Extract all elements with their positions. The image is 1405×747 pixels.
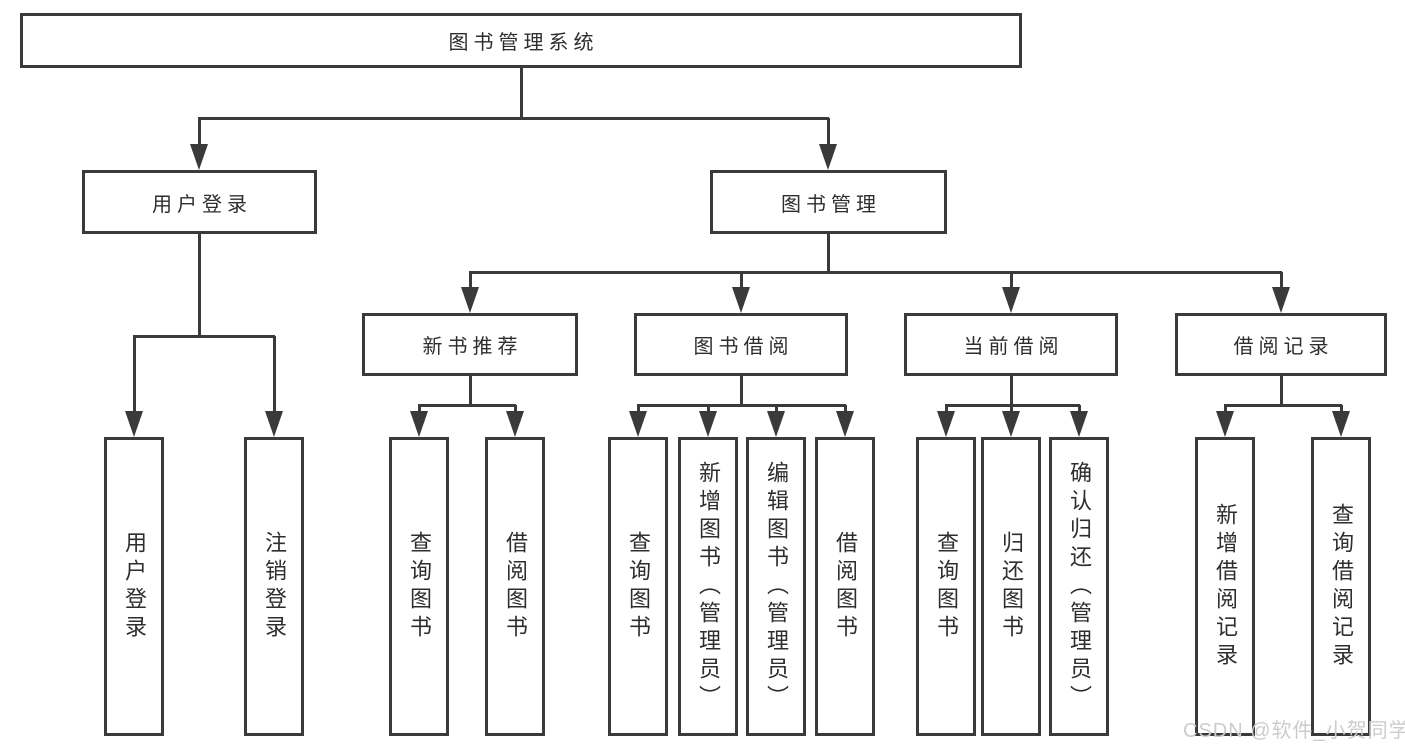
arrowhead-down-icon [1272,287,1290,313]
node-book-borrow-label: 图书借阅 [693,336,794,358]
leaf-query-borrow-record: 查询借阅记录 [1311,437,1371,736]
arrowhead-down-icon [506,411,524,437]
leaf-user-login: 用户登录 [104,437,164,736]
connector-root-drop [520,68,523,118]
connector-borrow-split [637,404,846,407]
connector-user-login-drop [198,234,201,336]
connector-stem [133,336,136,415]
leaf-borrow-query-books-label: 查询图书 [626,530,651,643]
arrowhead-down-icon [1070,411,1088,437]
connector-user-login-split [133,335,275,338]
connector-stem [827,118,830,150]
arrowhead-down-icon [629,411,647,437]
node-library-system-label: 图书管理系统 [448,32,599,54]
connector-stem [273,336,276,415]
node-book-borrow: 图书借阅 [634,313,848,376]
arrowhead-down-icon [937,411,955,437]
connector-book-mgmt-split [469,271,1282,274]
connector-records-split [1224,404,1342,407]
arrowhead-down-icon [1002,411,1020,437]
leaf-recommend-query-books-label: 查询图书 [407,530,432,643]
leaf-borrow-query-books: 查询图书 [608,437,668,736]
connector-stem [740,272,743,294]
arrowhead-down-icon [819,144,837,170]
node-book-management: 图书管理 [710,170,947,234]
arrowhead-down-icon [1216,411,1234,437]
leaf-current-query-books-label: 查询图书 [934,530,959,643]
leaf-borrow-books: 借阅图书 [815,437,875,736]
leaf-edit-books-admin-label: 编辑图书（管理员） [764,460,789,713]
arrowhead-down-icon [461,287,479,313]
arrowhead-down-icon [699,411,717,437]
arrowhead-down-icon [767,411,785,437]
node-new-book-recommend: 新书推荐 [362,313,578,376]
leaf-add-books-admin: 新增图书（管理员） [678,437,738,736]
node-book-management-label: 图书管理 [781,193,881,216]
leaf-recommend-borrow-books: 借阅图书 [485,437,545,736]
connector-book-mgmt-drop [827,234,830,272]
node-user-login-label: 用户登录 [152,193,252,216]
csdn-watermark: CSDN @软件_小贺同学 [1183,720,1405,742]
arrowhead-down-icon [1332,411,1350,437]
connector-root-split [198,117,829,120]
node-current-borrow-label: 当前借阅 [963,336,1064,358]
leaf-current-query-books: 查询图书 [916,437,976,736]
node-borrow-records-label: 借阅记录 [1233,336,1334,358]
leaf-add-borrow-record-label: 新增借阅记录 [1213,502,1238,671]
arrowhead-down-icon [1002,287,1020,313]
leaf-return-books-label: 归还图书 [999,530,1024,643]
leaf-logout: 注销登录 [244,437,304,736]
arrowhead-down-icon [836,411,854,437]
arrowhead-down-icon [190,144,208,170]
node-library-system: 图书管理系统 [20,13,1022,68]
node-borrow-records: 借阅记录 [1175,313,1387,376]
arrowhead-down-icon [125,411,143,437]
leaf-add-borrow-record: 新增借阅记录 [1195,437,1255,736]
leaf-confirm-return-admin-label: 确认归还（管理员） [1067,460,1092,713]
connector-stem [469,272,472,294]
connector-current-drop [1010,376,1013,405]
leaf-confirm-return-admin: 确认归还（管理员） [1049,437,1109,736]
connector-recommend-split [418,404,516,407]
leaf-recommend-borrow-books-label: 借阅图书 [503,530,528,643]
leaf-borrow-books-label: 借阅图书 [833,530,858,643]
node-new-book-recommend-label: 新书推荐 [422,336,523,358]
node-current-borrow: 当前借阅 [904,313,1118,376]
leaf-user-login-label: 用户登录 [122,530,147,643]
arrowhead-down-icon [732,287,750,313]
arrowhead-down-icon [410,411,428,437]
connector-stem [1280,272,1283,294]
connector-recommend-drop [469,376,472,405]
connector-stem [198,118,201,150]
leaf-recommend-query-books: 查询图书 [389,437,449,736]
leaf-query-borrow-record-label: 查询借阅记录 [1329,502,1354,671]
leaf-return-books: 归还图书 [981,437,1041,736]
leaf-logout-label: 注销登录 [262,530,287,643]
arrowhead-down-icon [265,411,283,437]
connector-stem [1010,272,1013,294]
leaf-add-books-admin-label: 新增图书（管理员） [696,460,721,713]
node-user-login: 用户登录 [82,170,317,234]
connector-borrow-drop [740,376,743,405]
leaf-edit-books-admin: 编辑图书（管理员） [746,437,806,736]
connector-records-drop [1280,376,1283,405]
